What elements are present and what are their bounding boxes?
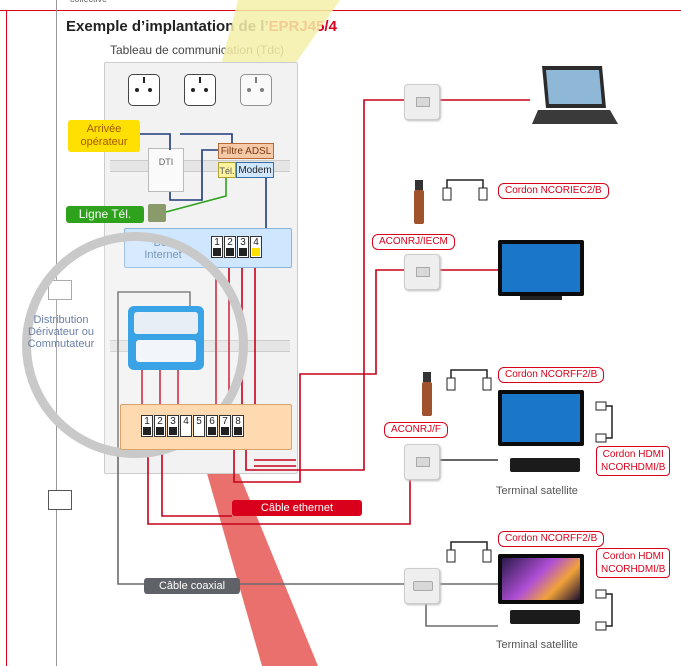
hdmi-cordon-icon-2 [595, 589, 613, 631]
coax-wall-outlet [404, 568, 440, 604]
satellite-terminal-2 [510, 610, 580, 624]
operator-arrival-text: Arrivée opérateur [80, 123, 128, 148]
internet-box-ports: 1 2 3 4 [211, 236, 262, 258]
patch-port: 4 [180, 415, 192, 437]
television-1-stand [520, 296, 562, 300]
top-caption: collective [70, 0, 107, 4]
patch-port: 6 [206, 415, 218, 437]
aconnrj-f-tag: ACONRJ/F [384, 422, 448, 438]
cordon-f-tag-2: Cordon NCORFF2/B [498, 531, 605, 547]
iec-cordon-icon [442, 179, 488, 201]
operator-arrival-label: Arrivée opérateur [68, 120, 140, 152]
cordon-f-tag-1: Cordon NCORFF2/B [498, 367, 605, 383]
dti-box: DTI [148, 148, 184, 192]
box-port: 1 [211, 236, 223, 258]
phone-line-label: Ligne Tél. [66, 206, 144, 223]
patch-port: 5 [193, 415, 205, 437]
f-cordon-icon-2 [446, 541, 492, 563]
iec-adaptor-icon [414, 180, 424, 224]
patch-port: 8 [232, 415, 244, 437]
cordon-hdmi-tag-2: Cordon HDMI NCORHDMI/B [596, 548, 671, 578]
frame-top-border [0, 10, 681, 11]
adsl-filter: Filtre ADSL [218, 143, 274, 159]
title-prefix: Exemple d’implantation de l’ [66, 18, 269, 35]
modem-port: Modem [236, 162, 274, 178]
cordon-iec-tag: Cordon NCORIEC2/B [498, 183, 609, 199]
rj45-wall-outlet-tv2 [404, 444, 440, 480]
ethernet-cable-label: Câble ethernet [232, 500, 362, 516]
box-port: 4 [250, 236, 262, 258]
wall-box-outline-lower [48, 490, 72, 510]
ethernet-switch [128, 306, 204, 370]
terminal-satellite-label-1: Terminal satellite [496, 485, 578, 497]
box-port: 3 [237, 236, 249, 258]
f-cordon-icon-1 [446, 369, 492, 391]
f-adaptor-icon [422, 372, 432, 416]
patch-port: 7 [219, 415, 231, 437]
coaxial-cable-label: Câble coaxial [144, 578, 240, 594]
rj45-wall-outlet-tv [404, 254, 440, 290]
patch-port: 2 [154, 415, 166, 437]
patch-port: 1 [141, 415, 153, 437]
rj45-patch-panel: 1 2 3 4 5 6 7 8 [120, 404, 292, 450]
tel-port: Tél. [218, 162, 236, 178]
terminal-satellite-label-2: Terminal satellite [496, 639, 578, 651]
power-socket-3 [240, 74, 272, 106]
box-port: 2 [224, 236, 236, 258]
satellite-terminal-1 [510, 458, 580, 472]
aconnrj-iecm-tag: ACONRJ/IECM [372, 234, 455, 250]
rj45-wall-outlet-laptop [404, 84, 440, 120]
cordon-hdmi-tag-1: Cordon HDMI NCORHDMI/B [596, 446, 671, 476]
patch-ports: 1 2 3 4 5 6 7 8 [141, 415, 244, 437]
frame-left-border [6, 10, 7, 666]
television-3 [498, 554, 584, 604]
power-socket-2 [184, 74, 216, 106]
distribution-label: Distribution Dérivateur ou Commutateur [27, 314, 95, 350]
phone-socket-icon [148, 204, 166, 222]
television-2 [498, 390, 584, 446]
hdmi-cordon-icon-1 [595, 401, 613, 443]
patch-port: 3 [167, 415, 179, 437]
laptop-icon [532, 66, 618, 124]
television-1 [498, 240, 584, 296]
power-socket-1 [128, 74, 160, 106]
dti-label: DTI [158, 157, 174, 167]
